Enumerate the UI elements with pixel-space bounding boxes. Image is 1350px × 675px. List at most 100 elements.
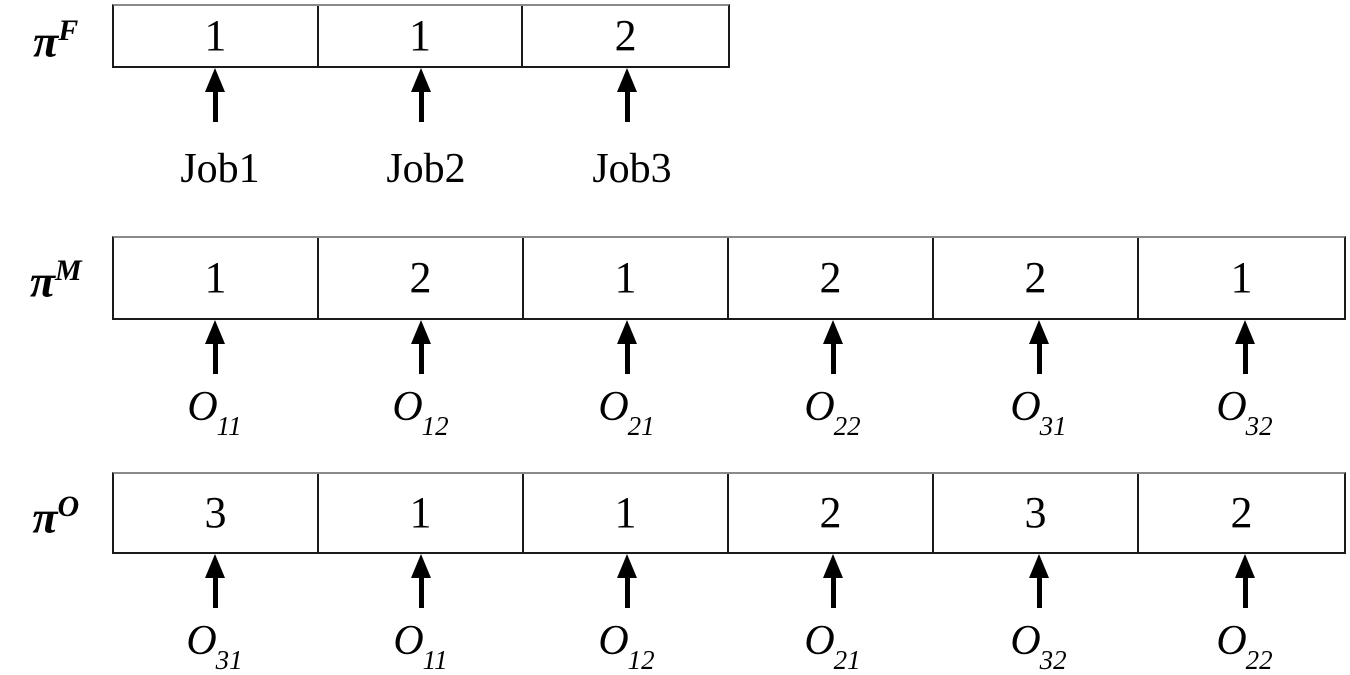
arrow-head xyxy=(617,68,637,92)
pi-symbol-operation: π xyxy=(32,491,58,543)
operation-base: O xyxy=(393,618,424,664)
cell-machine-2[interactable]: 1 xyxy=(524,238,729,318)
arrow-up-icon-operation-5 xyxy=(1235,554,1255,608)
arrow-shaft xyxy=(1243,338,1248,374)
arrow-head xyxy=(411,554,431,578)
arrow-shaft xyxy=(419,338,424,374)
arrow-shaft xyxy=(1037,572,1042,608)
operation-base: O xyxy=(1216,384,1247,430)
arrow-head xyxy=(1029,554,1049,578)
operation-subscript: 12 xyxy=(627,645,655,675)
cell-factory-0[interactable]: 1 xyxy=(114,6,319,66)
row-factory-assignment: πF 1 1 2 Job1 Job2 Job3 xyxy=(0,0,1350,200)
arrow-head xyxy=(617,554,637,578)
caption-operation-2: O12 xyxy=(598,618,655,674)
cell-operation-4[interactable]: 3 xyxy=(934,474,1139,552)
arrow-head xyxy=(411,68,431,92)
cell-machine-4[interactable]: 2 xyxy=(934,238,1139,318)
arrow-shaft xyxy=(1243,572,1248,608)
arrow-head xyxy=(1029,320,1049,344)
caption-operation-4: O32 xyxy=(1010,618,1067,674)
arrow-shaft xyxy=(213,86,218,122)
caption-machine-2: O21 xyxy=(598,384,655,440)
arrow-up-icon-machine-5 xyxy=(1235,320,1255,374)
operation-subscript: 31 xyxy=(1039,411,1067,442)
cell-operation-0[interactable]: 3 xyxy=(114,474,319,552)
cell-machine-3[interactable]: 2 xyxy=(729,238,934,318)
arrow-head xyxy=(205,554,225,578)
pi-superscript-machine: M xyxy=(54,254,83,287)
arrow-shaft xyxy=(213,572,218,608)
operation-subscript: 32 xyxy=(1245,411,1273,442)
arrow-up-icon-machine-1 xyxy=(411,320,431,374)
row-operation-sequence: πO 3 1 1 2 3 2 O31 O11 O12 O21 O32 O22 xyxy=(0,472,1350,675)
caption-factory-1: Job2 xyxy=(386,146,466,192)
arrow-shaft xyxy=(419,572,424,608)
arrow-head xyxy=(823,554,843,578)
operation-base: O xyxy=(598,384,629,430)
operation-base: O xyxy=(598,618,629,664)
arrow-head xyxy=(617,320,637,344)
caption-operation-0: O31 xyxy=(186,618,243,674)
pi-symbol-factory: π xyxy=(33,15,59,67)
arrow-up-icon-operation-1 xyxy=(411,554,431,608)
operation-subscript: 31 xyxy=(215,645,243,675)
caption-machine-0: O11 xyxy=(187,384,242,440)
cell-factory-2[interactable]: 2 xyxy=(614,11,637,60)
cell-machine-5[interactable]: 1 xyxy=(1230,253,1253,302)
pi-symbol-machine: π xyxy=(29,255,55,307)
arrow-head xyxy=(205,68,225,92)
arrows-machine xyxy=(0,320,1350,374)
arrow-up-icon-operation-2 xyxy=(617,554,637,608)
arrows-operation xyxy=(0,554,1350,608)
arrow-shaft xyxy=(625,572,630,608)
arrows-factory xyxy=(0,68,1350,122)
operation-base: O xyxy=(186,618,217,664)
cell-operation-5[interactable]: 2 xyxy=(1230,488,1253,537)
operation-subscript: 21 xyxy=(627,411,655,442)
sequence-machine: 1 2 1 2 2 1 xyxy=(112,236,1346,320)
arrow-shaft xyxy=(831,572,836,608)
caption-machine-4: O31 xyxy=(1010,384,1067,440)
operation-subscript: 32 xyxy=(1039,645,1067,675)
caption-factory-2: Job3 xyxy=(592,146,672,192)
operation-subscript: 12 xyxy=(421,411,449,442)
arrow-up-icon-operation-4 xyxy=(1029,554,1049,608)
arrow-up-icon-operation-0 xyxy=(205,554,225,608)
arrow-up-icon-factory-1 xyxy=(411,68,431,122)
pi-superscript-factory: F xyxy=(58,14,79,47)
arrow-head xyxy=(1235,554,1255,578)
arrow-head xyxy=(411,320,431,344)
operation-base: O xyxy=(187,384,218,430)
arrow-up-icon-machine-0 xyxy=(205,320,225,374)
row-label-machine: πM xyxy=(0,256,112,304)
caption-operation-3: O21 xyxy=(804,620,861,674)
row-label-factory: πF xyxy=(0,16,112,64)
cell-machine-1[interactable]: 2 xyxy=(319,238,524,318)
arrow-head xyxy=(205,320,225,344)
arrow-shaft xyxy=(213,338,218,374)
caption-operation-5: O22 xyxy=(1216,620,1273,674)
sequence-factory: 1 1 2 xyxy=(112,4,730,68)
arrow-shaft xyxy=(831,338,836,374)
sequence-operation: 3 1 1 2 3 2 xyxy=(112,472,1346,554)
arrow-shaft xyxy=(419,86,424,122)
operation-base: O xyxy=(1010,618,1041,664)
cell-operation-3[interactable]: 2 xyxy=(729,474,934,552)
arrow-up-icon-factory-2 xyxy=(617,68,637,122)
cell-machine-0[interactable]: 1 xyxy=(114,238,319,318)
arrow-shaft xyxy=(625,86,630,122)
operation-subscript: 11 xyxy=(216,411,242,442)
cell-operation-1[interactable]: 1 xyxy=(319,474,524,552)
caption-machine-5: O32 xyxy=(1216,384,1273,440)
arrow-up-icon-machine-2 xyxy=(617,320,637,374)
operation-subscript: 11 xyxy=(422,645,448,675)
arrow-up-icon-machine-3 xyxy=(823,320,843,374)
row-label-operation: πO xyxy=(0,492,112,540)
operation-subscript: 22 xyxy=(1245,645,1273,675)
operation-base: O xyxy=(1010,384,1041,430)
cell-factory-1[interactable]: 1 xyxy=(319,6,524,66)
cell-operation-2[interactable]: 1 xyxy=(524,474,729,552)
caption-machine-3: O22 xyxy=(804,386,861,440)
arrow-head xyxy=(1235,320,1255,344)
